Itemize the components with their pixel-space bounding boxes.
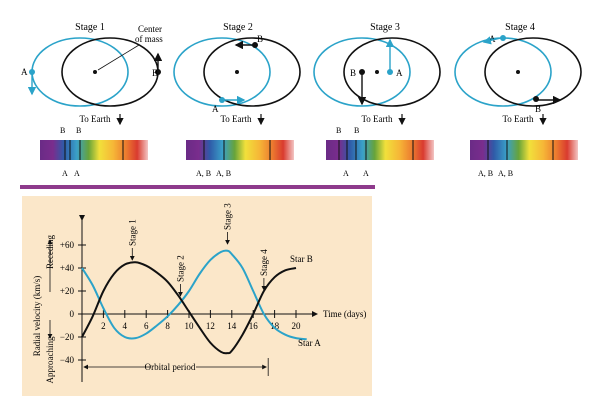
spectrum (470, 140, 578, 160)
stage-annotation-label: Stage 2 (175, 255, 185, 282)
star-b-label: B (535, 104, 541, 114)
center-of-mass (516, 70, 520, 74)
curves (81, 249, 307, 355)
orbit-b (61, 37, 159, 107)
spectrum-bottom-label: A (74, 169, 80, 178)
x-tick-label: 2 (101, 321, 106, 331)
center-of-mass (375, 70, 379, 74)
to-earth-label: To Earth (502, 114, 534, 124)
stage-annotation-label: Stage 1 (127, 219, 137, 246)
star-b (533, 96, 539, 102)
y-ticks: +60 +40 +20 0 −20 −40 (60, 240, 86, 365)
stage-annotation-label: Stage 3 (223, 203, 233, 230)
center-of-mass (93, 70, 97, 74)
spectrum-bottom-label: A (343, 169, 349, 178)
center-of-mass-label: Center (138, 24, 162, 34)
star-b-label: B (350, 68, 356, 78)
spectrum-bottom-label: A, B (478, 169, 493, 178)
stage-annotations: Stage 1 Stage 2 Stage 3 Stage 4 (127, 203, 269, 297)
spectrum-bottom-label: A, B (498, 169, 513, 178)
center-of-mass-label-line2: of mass (135, 34, 163, 44)
approaching-label: Approaching (45, 336, 55, 383)
to-earth-label: To Earth (79, 114, 111, 124)
x-tick-label: 8 (165, 321, 170, 331)
stage-1: Stage 1 A B Center of mass To Earth B B … (21, 22, 163, 178)
y-tick-label: +20 (60, 286, 75, 296)
stage-annotation-label: Stage 4 (259, 249, 269, 276)
spectrum (326, 140, 434, 160)
spectrum-top-label: B (60, 126, 65, 135)
x-tick-label: 12 (206, 321, 215, 331)
section-divider (20, 185, 375, 189)
stage-title: Stage 2 (223, 22, 253, 33)
y-tick-label: −20 (60, 332, 75, 342)
x-tick-label: 20 (292, 321, 302, 331)
stage-3: Stage 3 A B To Earth B B A A (313, 22, 441, 178)
x-tick-label: 4 (123, 321, 128, 331)
chart-area: Radial velocity (km/s) Receding Approach… (32, 203, 366, 384)
star-a-label: A (489, 34, 496, 44)
y-tick-label: +60 (60, 240, 75, 250)
spectrum-top-label: B (336, 126, 341, 135)
y-tick-label: +40 (60, 263, 75, 273)
star-a-label: A (396, 68, 403, 78)
stage-title: Stage 4 (505, 22, 535, 33)
orbit-a (173, 37, 271, 107)
spectrum-top-label: B (354, 126, 359, 135)
series-line-star-b (81, 261, 297, 355)
x-ticks: 2 4 6 8 10 12 14 16 18 20 (101, 310, 301, 331)
x-tick-label: 10 (185, 321, 195, 331)
star-a (500, 35, 506, 41)
orbit-a (454, 37, 552, 107)
series-line-star-a (81, 249, 307, 341)
period-label: Orbital period (145, 362, 196, 372)
spectrum-bottom-label: A (363, 169, 369, 178)
spectrum-bottom-label: A (62, 169, 68, 178)
star-b-label: B (257, 34, 263, 44)
star-a-label: A (212, 104, 219, 114)
star-b (155, 69, 161, 75)
series-label-star-a: Star A (298, 338, 321, 348)
spectrum-bottom-label: A, B (216, 169, 231, 178)
x-axis-label: Time (days) (323, 309, 366, 319)
x-tick-label: 16 (249, 321, 259, 331)
to-earth-label: To Earth (361, 114, 393, 124)
orbit-b (203, 37, 301, 107)
orbit-b (343, 37, 441, 107)
y-tick-label: 0 (70, 309, 75, 319)
orbit-b (484, 37, 582, 107)
spectrum-top-label: B (76, 126, 81, 135)
y-axis-label: Radial velocity (km/s) (32, 276, 42, 356)
star-a (387, 69, 393, 75)
to-earth-label: To Earth (220, 114, 252, 124)
velocity-arrow-a (482, 36, 502, 45)
star-b-label: B (152, 68, 158, 78)
star-a-label: A (21, 67, 28, 77)
stage-4: Stage 4 A B To Earth A, B A, B (454, 22, 582, 178)
stage-title: Stage 1 (75, 22, 105, 33)
x-tick-label: 14 (227, 321, 237, 331)
orbit-a (31, 37, 129, 107)
stage-title: Stage 3 (370, 22, 400, 33)
y-tick-label: −40 (60, 355, 75, 365)
spectrum (186, 140, 294, 160)
spectrum (40, 140, 148, 160)
star-a (219, 97, 225, 103)
spectrum-bottom-label: A, B (196, 169, 211, 178)
stage-2: Stage 2 A B To Earth A, B A, B (173, 22, 301, 178)
series-label-star-b: Star B (290, 254, 313, 264)
star-a (29, 69, 35, 75)
orbit-a (313, 37, 411, 107)
star-b (252, 42, 258, 48)
x-tick-label: 6 (144, 321, 149, 331)
center-of-mass (235, 70, 239, 74)
star-b (359, 69, 365, 75)
chart-panel (22, 196, 372, 396)
x-tick-label: 18 (270, 321, 280, 331)
center-of-mass-pointer (97, 44, 140, 71)
